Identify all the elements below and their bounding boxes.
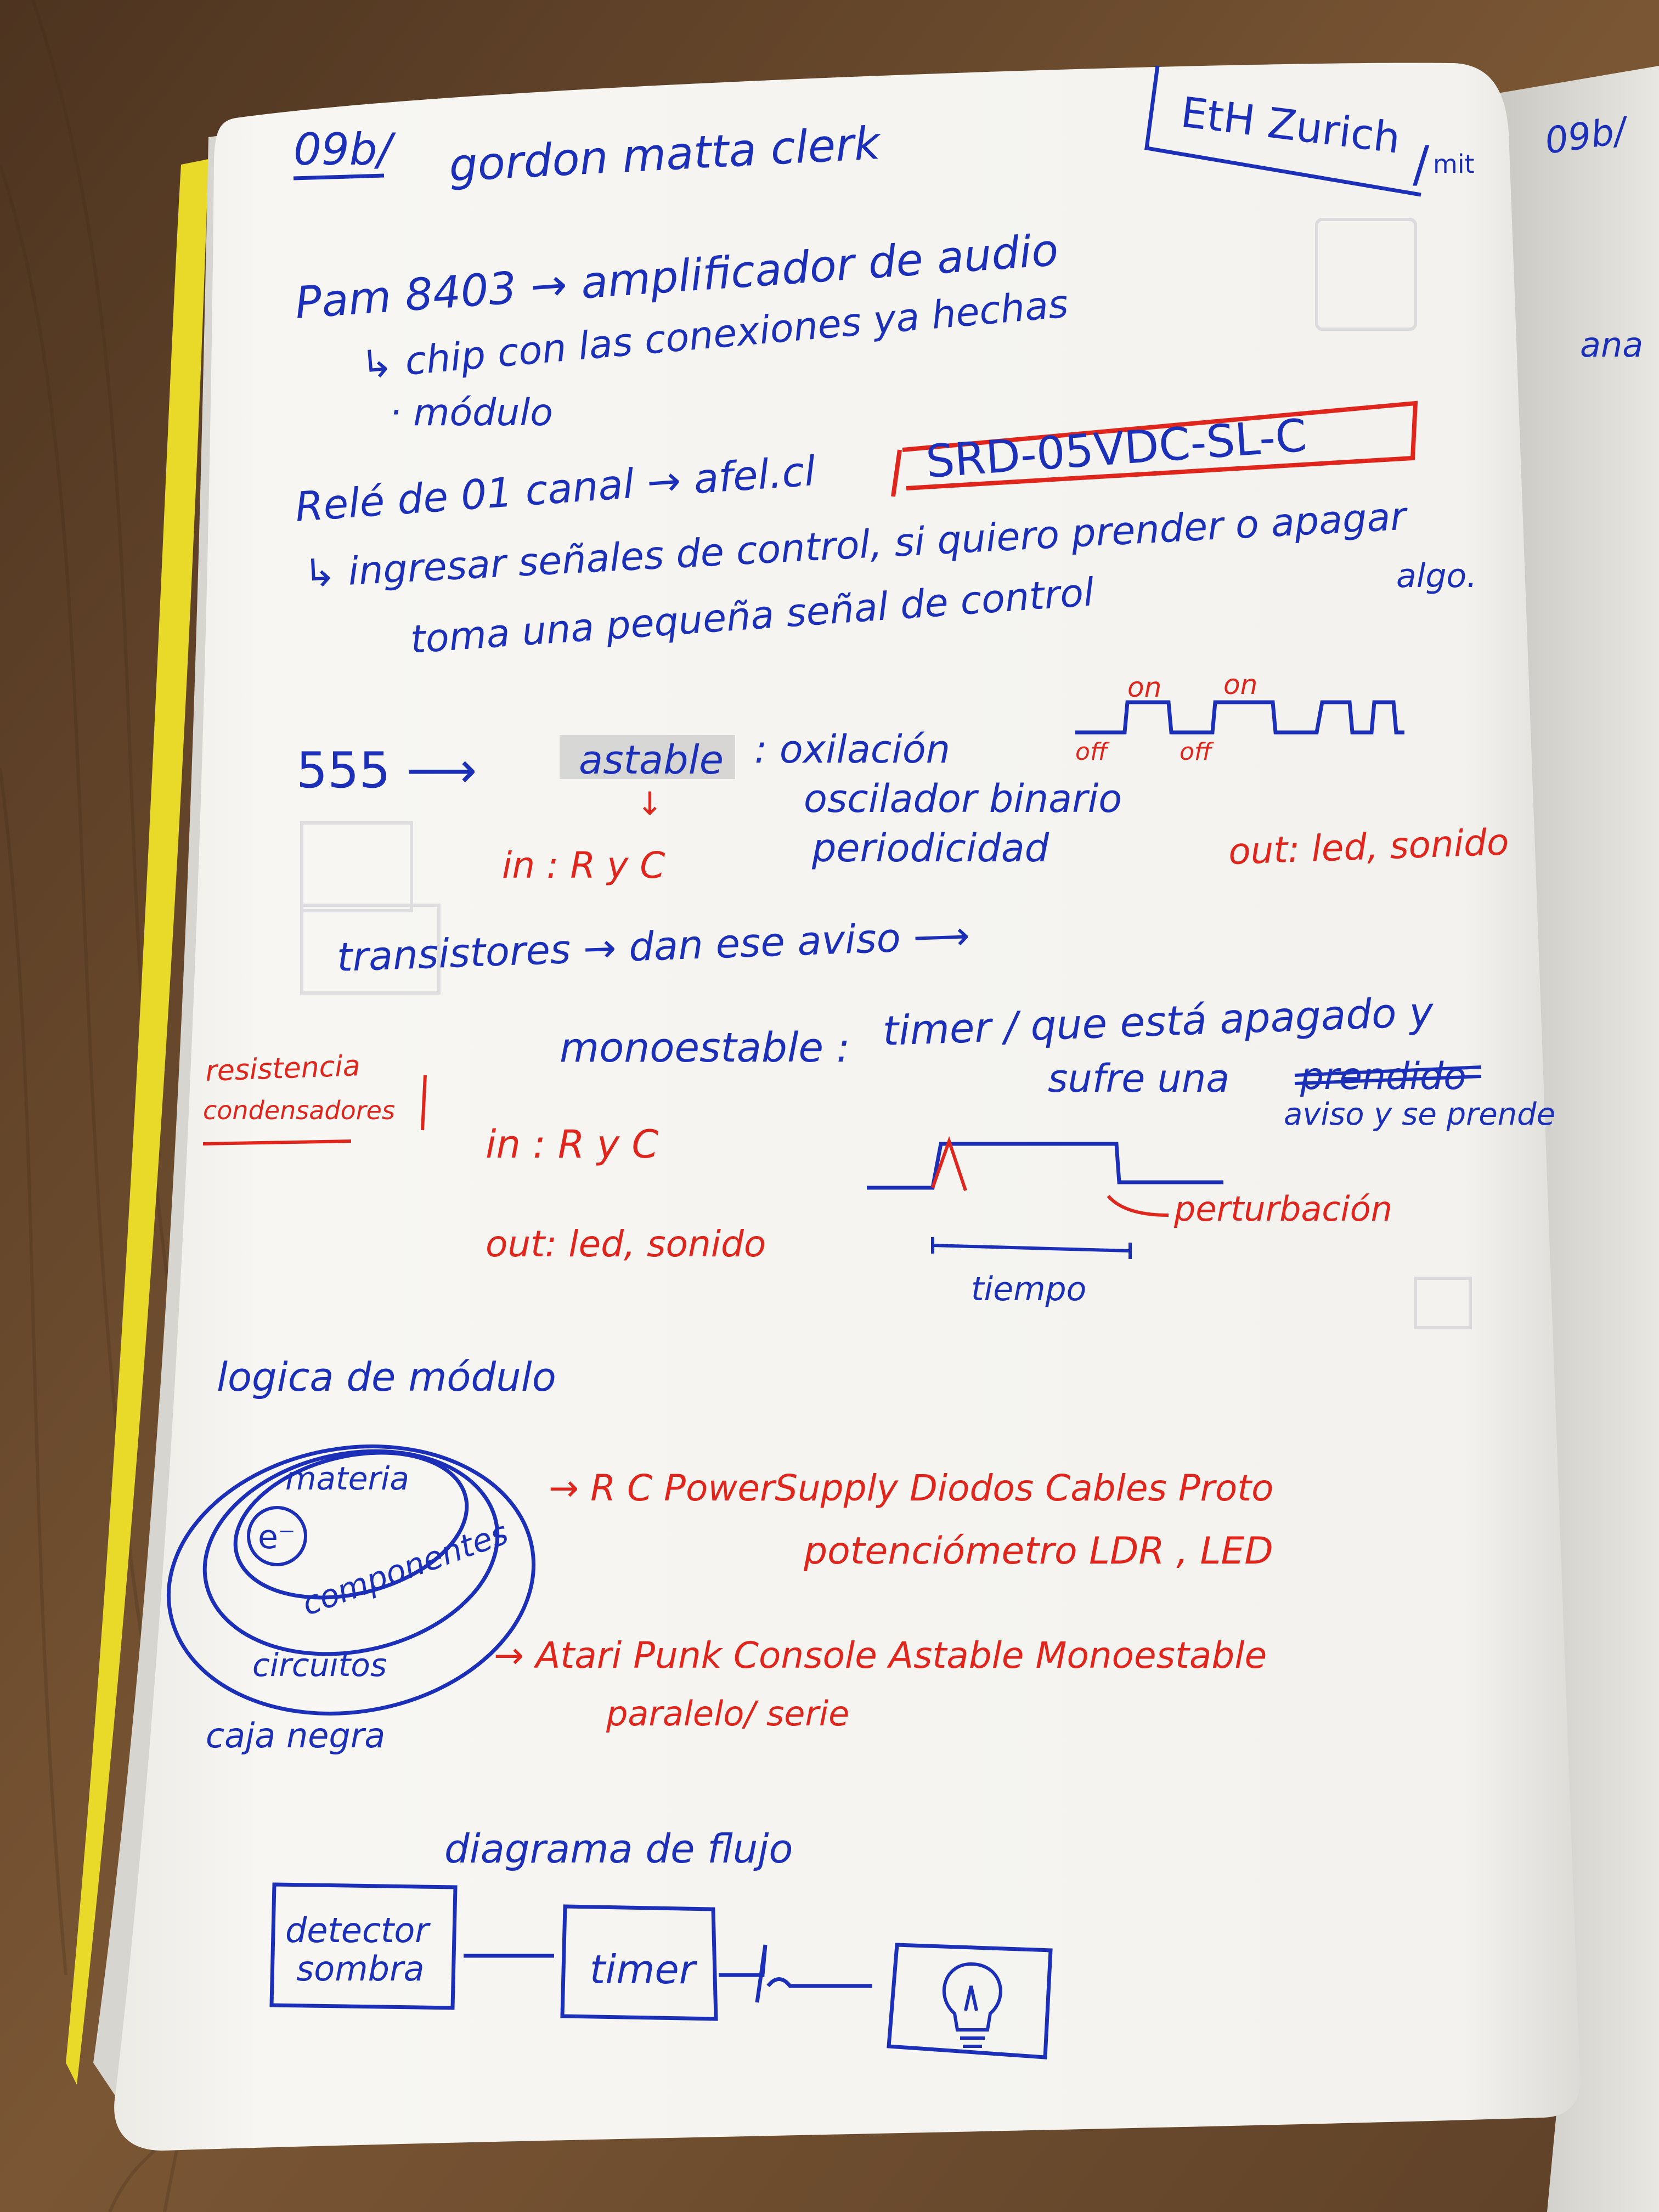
components-list-1: → R C PowerSupply Diodos Cables Proto [549, 1467, 1273, 1509]
monostable-label: monoestable : [560, 1024, 850, 1071]
side-note-bracket [202, 1075, 427, 1146]
electron-label: e⁻ [258, 1518, 296, 1556]
wave-off-1: off [1075, 738, 1110, 766]
astable-in: in : R y C [502, 844, 665, 887]
time-bracket [931, 1237, 1132, 1259]
page-code-underline [293, 173, 385, 180]
flow-box-timer [560, 1904, 718, 2021]
monostable-section: resistencia condensadores monoestable : … [202, 989, 1555, 1308]
corner-slash: / [1413, 136, 1430, 193]
amp-line-3: · módulo [390, 391, 553, 435]
astable-label: astable [579, 737, 724, 783]
pulse-waveform [867, 1142, 1223, 1190]
osc-line-3: periodicidad [811, 826, 1049, 871]
next-page-word: ana [1580, 325, 1643, 365]
flow-title: diagrama de flujo [444, 1826, 793, 1872]
flow-switch [719, 1944, 872, 2003]
corner-box [1144, 65, 1421, 197]
flow-section: diagrama de flujo detector sombra timer [269, 1826, 1053, 2059]
flow-box2: timer [590, 1946, 698, 1993]
header: 09b/ gordon matta clerk EtH Zurich / mit… [293, 65, 1643, 365]
circuitos-label: circuitos [252, 1646, 387, 1684]
mono-out: out: led, sonido [486, 1223, 766, 1265]
relay-line-2b: algo. [1396, 557, 1477, 595]
square-wave [1075, 700, 1404, 735]
flow-box-detector [269, 1882, 458, 2010]
wave-off-2: off [1180, 738, 1214, 766]
right-page [1498, 66, 1659, 2212]
materia-label: materia [285, 1460, 409, 1497]
mono-desc-3: aviso y se prende [1284, 1097, 1555, 1132]
time-label: tiempo [971, 1270, 1086, 1308]
flow-box1-line1: detector [285, 1910, 431, 1950]
electron-circle [247, 1506, 307, 1566]
strike-through [1294, 1065, 1482, 1085]
side-note-2: condensadores [203, 1096, 395, 1125]
circle-circuitos [166, 1444, 536, 1716]
components-list-2: potenciómetro LDR , LED [803, 1530, 1273, 1573]
circuits-list-1: → Atari Punk Console Astable Monoestable [494, 1634, 1267, 1677]
bulb-icon [942, 1962, 1002, 2048]
caja-negra-label: caja negra [206, 1716, 385, 1756]
page-code: 09b/ [294, 124, 397, 175]
logic-title: logica de módulo [217, 1354, 556, 1400]
perturb-arrow [1107, 1194, 1169, 1217]
circuits-list-2: paralelo/ serie [606, 1694, 849, 1734]
wave-on-2: on [1223, 669, 1257, 701]
mono-desc-2: sufre una [1048, 1056, 1229, 1101]
corner-mit: mit [1433, 149, 1475, 179]
osc-line-2: oscilador binario [804, 776, 1122, 821]
notebook-spine [66, 159, 208, 2085]
astable-arrow: ↓ [636, 785, 663, 822]
circle-materia [233, 1451, 469, 1600]
mono-in: in : R y C [486, 1122, 658, 1167]
side-note-1: resistencia [205, 1049, 360, 1088]
part-number-tick [891, 449, 902, 497]
astable-highlight [560, 735, 735, 779]
flow-box-bulb [887, 1943, 1053, 2059]
bleed-through [300, 218, 1472, 1329]
timer555-label: 555 ⟶ [296, 742, 477, 799]
perturb-label: perturbación [1173, 1189, 1392, 1229]
osc-line-1: : oxilación [754, 727, 950, 772]
part-number-box [902, 400, 1418, 490]
circle-componentes [202, 1449, 500, 1656]
pulse-spike [931, 1136, 967, 1191]
wave-on-1: on [1127, 672, 1161, 703]
astable-out: out: led, sonido [1228, 821, 1510, 873]
main-page [114, 63, 1581, 2151]
flow-box1-line2: sombra [296, 1949, 424, 1989]
